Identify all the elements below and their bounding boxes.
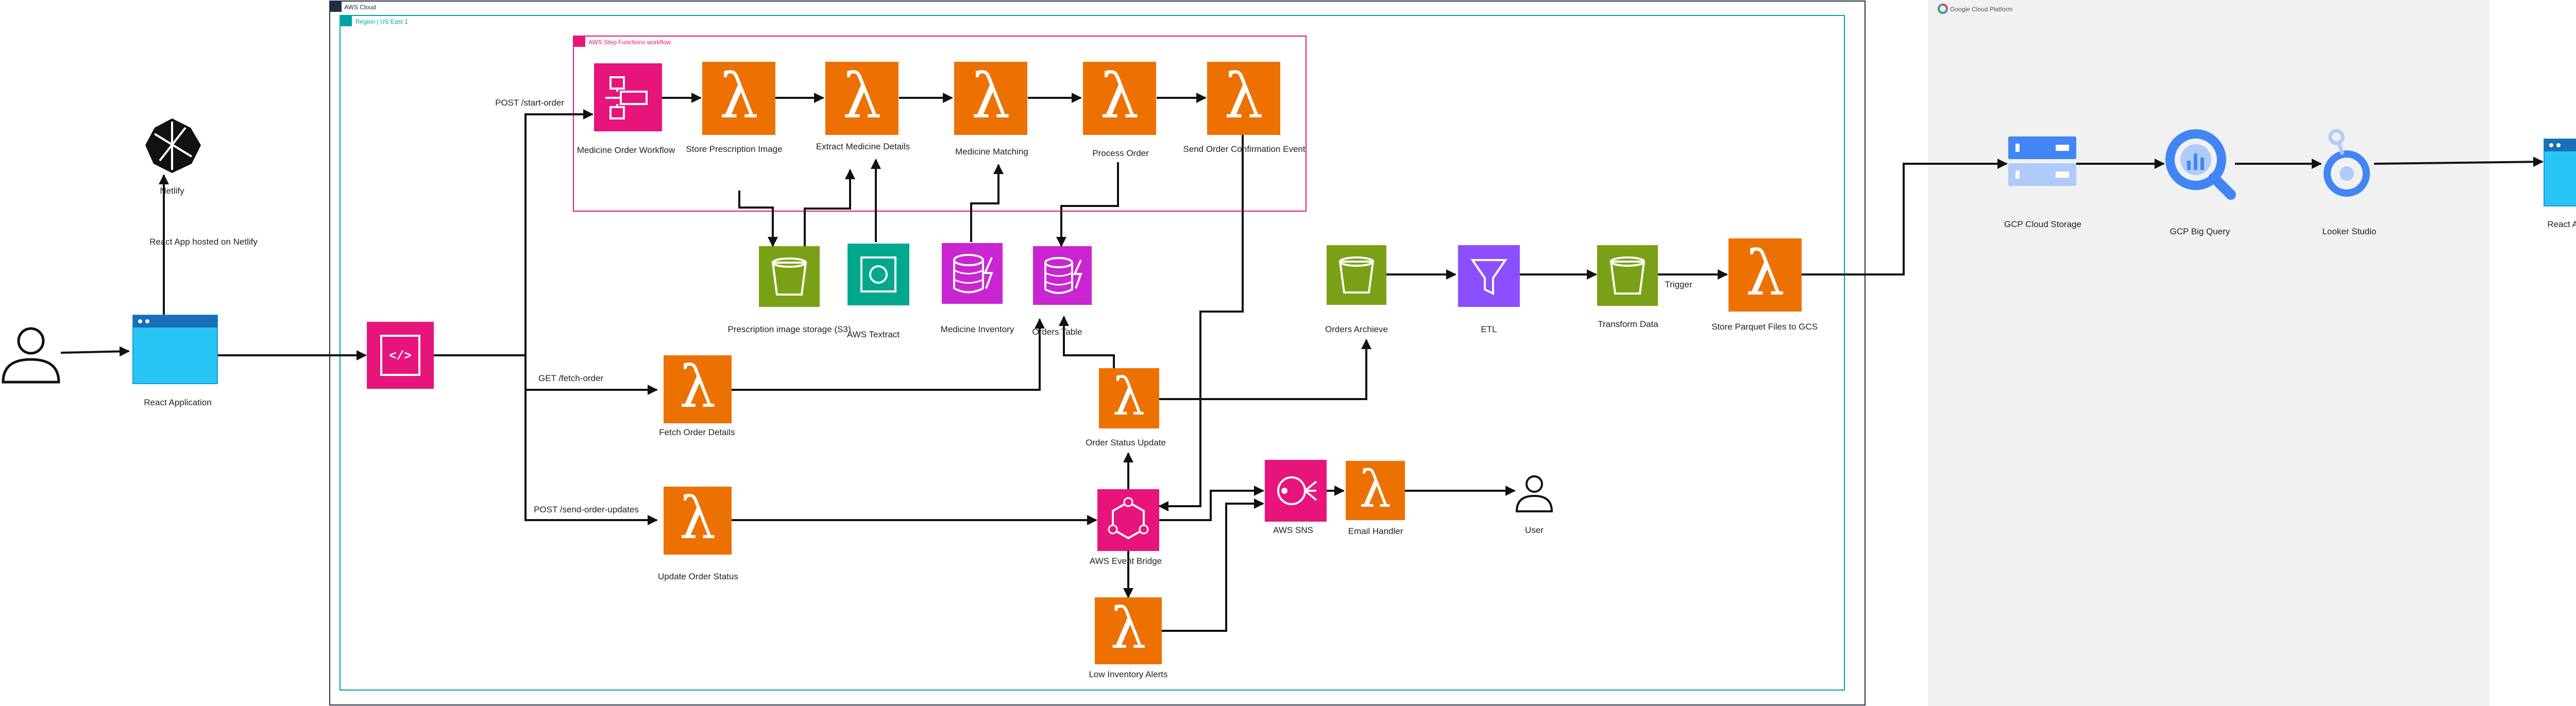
aws-sns-node: [1265, 460, 1327, 522]
process-order-label: Process Order: [1092, 148, 1149, 158]
medicine-matching-node: λ: [954, 61, 1027, 135]
lambda-icon: λ: [1100, 61, 1139, 132]
transform-data-label: Transform Data: [1598, 319, 1658, 329]
aws-cloud-label: AWS Cloud: [344, 4, 376, 11]
region-group: [340, 15, 1845, 691]
aws-cloud-icon: [330, 2, 342, 12]
send-order-confirmation-label: Send Order Confirmation Event: [1183, 144, 1305, 154]
extract-medicine-details-label: Extract Medicine Details: [816, 142, 910, 151]
gcp-big-query-label: GCP Big Query: [2170, 227, 2230, 236]
order-status-update-node: λ: [1099, 367, 1159, 428]
gcp-group: [1928, 0, 2489, 706]
store-parquet-node: λ: [1728, 238, 1802, 312]
lambda-icon: λ: [680, 485, 716, 552]
gcp-big-query-node: [2165, 129, 2236, 200]
aws-textract-label: AWS Textract: [847, 330, 900, 339]
orders-table-label: Orders Table: [1032, 327, 1082, 337]
lambda-icon: λ: [1224, 61, 1263, 132]
medicine-inventory-label: Medicine Inventory: [941, 324, 1014, 334]
api-gateway-icon: </>: [389, 350, 411, 364]
looker-studio-node: [2324, 129, 2370, 197]
gcp-cloud-storage-node: [2008, 136, 2076, 186]
edge-label-react-netlify: React App hosted on Netlify: [149, 237, 258, 247]
user-right-label: User: [1525, 525, 1544, 535]
edge-label-send-order-updates: POST /send-order-updates: [534, 505, 639, 514]
prescription-storage-label: Prescription image storage (S3): [727, 324, 851, 334]
edge-label-start-order: POST /start-order: [495, 98, 564, 108]
extract-medicine-details-node: λ: [825, 61, 899, 135]
transform-data-node: [1597, 245, 1658, 306]
medicine-order-workflow-label: Medicine Order Workflow: [577, 145, 675, 155]
aws-sns-label: AWS SNS: [1273, 525, 1313, 535]
aws-cloud-group: [329, 1, 1866, 705]
api-gateway-node: </>: [367, 322, 434, 389]
netlify-icon: [145, 118, 201, 173]
lambda-icon: λ: [1112, 367, 1145, 427]
react-app-gcp-node: [2544, 139, 2576, 206]
lambda-icon: λ: [719, 61, 758, 132]
fetch-order-details-node: λ: [664, 354, 732, 423]
gcp-group-label: Google Cloud Platform: [1950, 6, 2012, 13]
react-app-node: [132, 315, 218, 384]
lambda-icon: λ: [1359, 460, 1391, 519]
gcp-logo-icon: [1938, 4, 1948, 14]
user-right-icon: [1515, 475, 1553, 512]
medicine-order-workflow-node: [594, 63, 662, 131]
update-order-status-label: Update Order Status: [658, 572, 738, 581]
email-handler-label: Email Handler: [1348, 526, 1403, 536]
region-label: Region | US East 1: [355, 18, 408, 25]
etl-node: [1458, 245, 1520, 307]
lambda-icon: λ: [1110, 595, 1146, 661]
user-icon: [2, 327, 60, 384]
store-parquet-label: Store Parquet Files to GCS: [1711, 322, 1818, 332]
aws-event-bridge-label: AWS Event Bridge: [1090, 556, 1162, 566]
react-app-gcp-label: React Application: [2547, 219, 2576, 229]
lambda-icon: λ: [1745, 238, 1785, 309]
medicine-matching-label: Medicine Matching: [955, 147, 1028, 157]
low-inventory-alerts-node: λ: [1095, 595, 1162, 664]
react-app-label: React Application: [144, 398, 211, 407]
step-functions-group: [573, 36, 1307, 212]
email-handler-node: λ: [1346, 460, 1405, 520]
orders-archive-node: [1327, 245, 1386, 305]
step-functions-icon: [574, 37, 585, 47]
gcp-cloud-storage-label: GCP Cloud Storage: [2004, 219, 2081, 229]
orders-table-node: [1033, 246, 1092, 305]
edge-label-trigger: Trigger: [1665, 280, 1692, 289]
store-prescription-image-node: λ: [702, 61, 775, 135]
medicine-inventory-node: [942, 243, 1003, 304]
looker-studio-label: Looker Studio: [2323, 227, 2377, 236]
prescription-storage-node: [759, 246, 820, 307]
send-order-confirmation-node: λ: [1207, 61, 1280, 135]
aws-textract-node: [848, 244, 909, 305]
low-inventory-alerts-label: Low Inventory Alerts: [1089, 669, 1167, 679]
order-status-update-label: Order Status Update: [1086, 438, 1166, 447]
edges: [60, 93, 2544, 632]
fetch-order-details-label: Fetch Order Details: [659, 427, 735, 437]
etl-label: ETL: [1481, 324, 1497, 334]
aws-event-bridge-node: [1097, 489, 1159, 551]
process-order-node: λ: [1083, 61, 1156, 135]
step-functions-label: AWS Step Functions workflow: [588, 39, 671, 46]
netlify-label: Netlify: [160, 186, 184, 196]
lambda-icon: λ: [971, 61, 1010, 132]
region-icon: [341, 16, 352, 26]
store-prescription-image-label: Store Prescription Image: [686, 144, 782, 154]
lambda-icon: λ: [680, 354, 716, 421]
edge-label-fetch-order: GET /fetch-order: [538, 373, 604, 383]
orders-archive-label: Orders Archieve: [1325, 324, 1388, 334]
update-order-status-node: λ: [664, 485, 732, 555]
lambda-icon: λ: [842, 61, 882, 132]
